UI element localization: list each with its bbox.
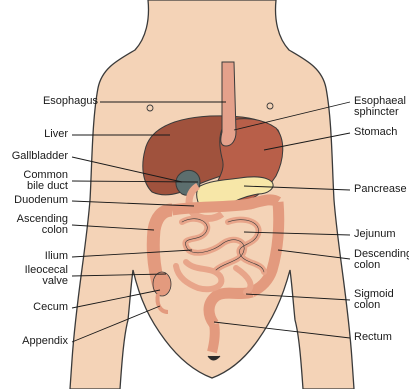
label-ascending-colon-line2: colon [17, 225, 68, 236]
rectum-shape [212, 324, 215, 352]
label-esophageal-sphincter: Esophaeal sphincter [354, 96, 406, 118]
label-esophageal-sphincter-line2: sphincter [354, 107, 406, 118]
label-esophagus: Esophagus [43, 96, 98, 107]
label-ilium: Ilium [45, 251, 68, 262]
label-cecum: Cecum [33, 302, 68, 313]
label-liver: Liver [44, 129, 68, 140]
esophagus-shape [221, 62, 236, 146]
label-jejunum: Jejunum [354, 229, 396, 240]
label-ileocecal-valve-line2: valve [25, 276, 68, 287]
label-common-bile-duct-line2: bile duct [23, 181, 68, 192]
cecum-shape [153, 272, 171, 296]
label-pancreas: Pancrease [354, 184, 407, 195]
label-descending-colon: Descending colon [354, 249, 409, 271]
label-duodenum: Duodenum [14, 195, 68, 206]
label-appendix: Appendix [22, 336, 68, 347]
label-sigmoid-colon: Sigmoid colon [354, 289, 394, 311]
label-ascending-colon: Ascending colon [17, 214, 68, 236]
label-rectum: Rectum [354, 332, 392, 343]
label-stomach: Stomach [354, 127, 397, 138]
label-gallbladder: Gallbladder [12, 151, 68, 162]
label-common-bile-duct: Common bile duct [23, 170, 68, 192]
label-sigmoid-colon-line2: colon [354, 300, 394, 311]
label-ileocecal-valve: Ileocecal valve [25, 265, 68, 287]
label-descending-colon-line2: colon [354, 260, 409, 271]
